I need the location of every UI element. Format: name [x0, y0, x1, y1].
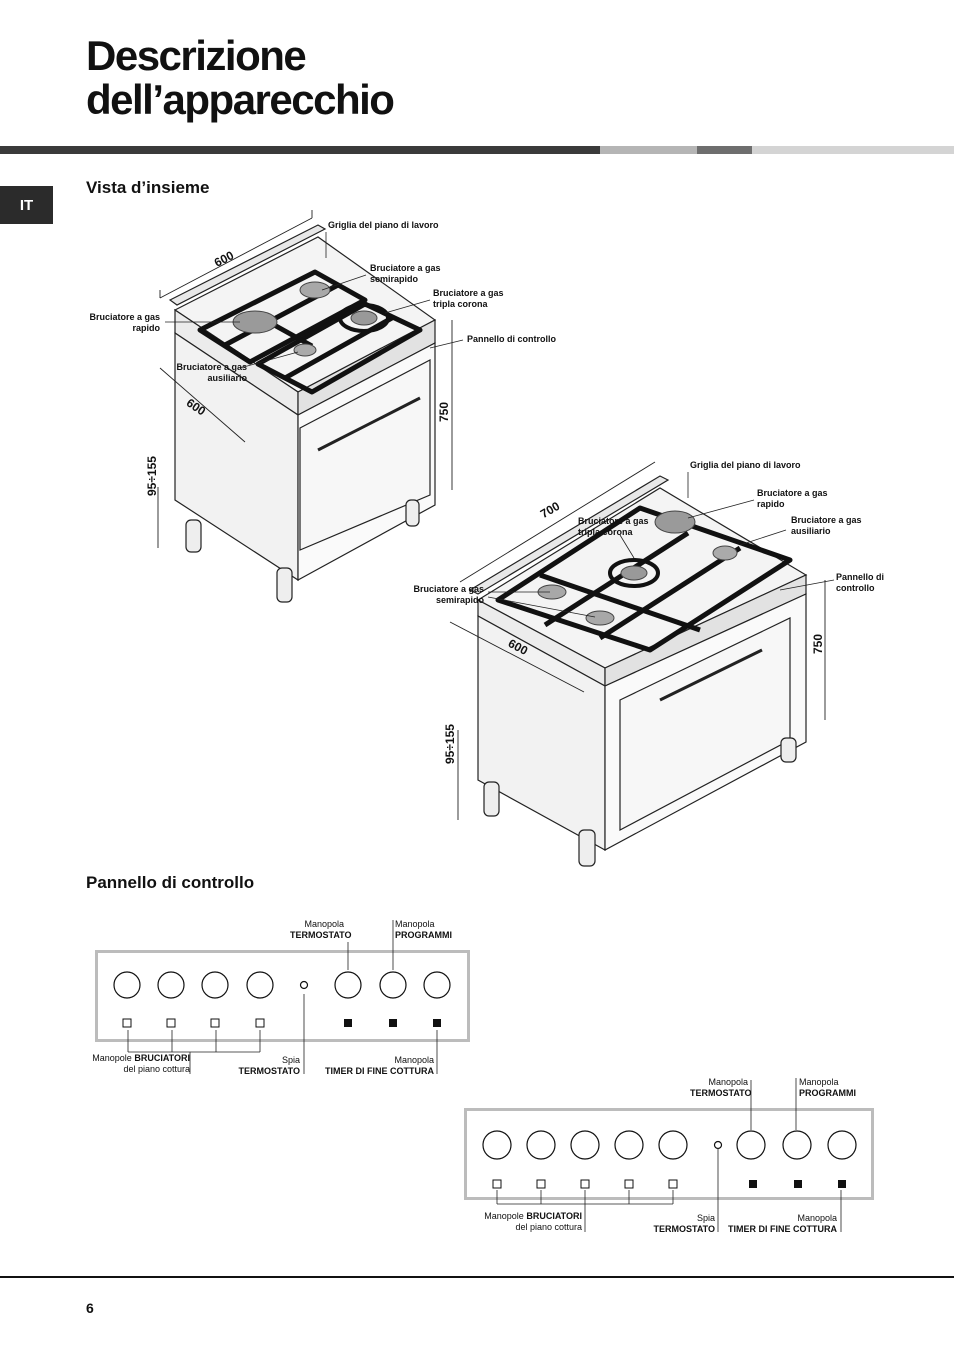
p1-label-spia-name: TERMOSTATO — [238, 1066, 301, 1076]
c2-label-pannello: Pannello di controllo — [836, 572, 884, 594]
p2-label-programmi: Manopola PROGRAMMI — [799, 1077, 856, 1099]
p1-label-spia-pre: Spia — [281, 1055, 300, 1065]
c2-label-ausiliario-line1: Bruciatore a gas — [791, 515, 862, 525]
c2-label-tripla: Bruciatore a gas tripla corona — [578, 516, 649, 538]
c1-label-semirapido: Bruciatore a gas semirapido — [370, 263, 441, 285]
c2-label-ausiliario: Bruciatore a gas ausiliario — [791, 515, 862, 537]
c1-label-griglia: Griglia del piano di lavoro — [328, 220, 439, 230]
p1-label-bruciatori-name: BRUCIATORI — [134, 1053, 190, 1063]
c2-label-semirapido-line1: Bruciatore a gas — [413, 584, 484, 594]
c1-label-ausiliario-line1: Bruciatore a gas — [176, 362, 247, 372]
c2-label-semirapido-line2: semirapido — [435, 595, 484, 605]
c1-label-rapido-line2: rapido — [132, 323, 160, 333]
control-panel-1 — [95, 950, 470, 1042]
c1-label-tripla: Bruciatore a gas tripla corona — [433, 288, 504, 310]
page-title-line2: dell’apparecchio — [86, 76, 395, 123]
header-bar-dark — [0, 146, 600, 154]
c2-label-rapido-line2: rapido — [757, 499, 785, 509]
c1-label-ausiliario: Bruciatore a gas ausiliario — [170, 362, 247, 384]
p2-label-timer-name: TIMER DI FINE COTTURA — [728, 1224, 837, 1234]
c1-label-semirapido-line2: semirapido — [370, 274, 419, 284]
p2-label-timer: Manopola TIMER DI FINE COTTURA — [724, 1213, 837, 1235]
p1-label-bruciatori-pre: Manopole — [92, 1053, 132, 1063]
c1-label-semirapido-line1: Bruciatore a gas — [370, 263, 441, 273]
p1-label-bruciatori-post: del piano cottura — [123, 1064, 190, 1074]
page-title-line1: Descrizione — [86, 32, 307, 79]
p2-label-spia: Spia TERMOSTATO — [640, 1213, 716, 1235]
c2-label-griglia: Griglia del piano di lavoro — [690, 460, 801, 470]
p2-label-programmi-pre: Manopola — [799, 1077, 839, 1087]
header-bar-lighter — [752, 146, 954, 154]
p2-label-spia-pre: Spia — [696, 1213, 715, 1223]
header-bar-mid — [697, 146, 752, 154]
p1-label-timer-pre: Manopola — [394, 1055, 434, 1065]
p1-label-termostato-name: TERMOSTATO — [290, 930, 352, 940]
c2-label-rapido: Bruciatore a gas rapido — [757, 488, 828, 510]
c2-label-tripla-line1: Bruciatore a gas — [578, 516, 649, 526]
c1-label-pannello: Pannello di controllo — [467, 334, 557, 344]
p2-label-bruciatori-name: BRUCIATORI — [526, 1211, 582, 1221]
p2-label-termostato-name: TERMOSTATO — [690, 1088, 752, 1098]
p2-label-termostato: Manopola TERMOSTATO — [690, 1077, 752, 1099]
c1-label-tripla-line1: Bruciatore a gas — [433, 288, 504, 298]
control-panel-heading: Pannello di controllo — [86, 873, 255, 892]
p1-label-termostato-pre: Manopola — [304, 919, 344, 929]
p1-label-bruciatori: Manopole BRUCIATORI del piano cottura — [86, 1053, 190, 1075]
control-panel-1-graphics — [113, 971, 451, 1028]
footer-divider — [0, 1276, 954, 1278]
p2-label-programmi-name: PROGRAMMI — [799, 1088, 856, 1098]
overview-heading: Vista d’insieme — [86, 178, 210, 197]
c2-label-semirapido: Bruciatore a gas semirapido — [400, 584, 484, 606]
c1-label-tripla-line2: tripla corona — [433, 299, 488, 309]
p1-label-spia: Spia TERMOSTATO — [230, 1055, 301, 1077]
c2-label-pannello-line2: controllo — [836, 583, 875, 593]
c2-label-ausiliario-line2: ausiliario — [791, 526, 831, 536]
c2-label-pannello-line1: Pannello di — [836, 572, 885, 582]
p2-label-spia-name: TERMOSTATO — [653, 1224, 716, 1234]
c1-label-rapido-line1: Bruciatore a gas — [89, 312, 160, 322]
p2-label-bruciatori-pre: Manopole — [484, 1211, 524, 1221]
page-title: Descrizione dell’apparecchio — [86, 32, 395, 123]
p2-label-timer-pre: Manopola — [797, 1213, 837, 1223]
c1-label-ausiliario-line2: ausiliario — [207, 373, 247, 383]
page-number: 6 — [86, 1300, 94, 1316]
p1-label-programmi-name: PROGRAMMI — [395, 930, 452, 940]
p2-label-bruciatori: Manopole BRUCIATORI del piano cottura — [478, 1211, 582, 1233]
p1-label-programmi-pre: Manopola — [395, 919, 435, 929]
header-bar-light — [600, 146, 697, 154]
p1-label-timer-name: TIMER DI FINE COTTURA — [325, 1066, 434, 1076]
c1-label-rapido: Bruciatore a gas rapido — [86, 312, 160, 334]
p2-label-bruciatori-post: del piano cottura — [515, 1222, 582, 1232]
p2-label-termostato-pre: Manopola — [708, 1077, 748, 1087]
c2-label-tripla-line2: tripla corona — [578, 527, 633, 537]
control-panel-2 — [464, 1108, 874, 1200]
p1-label-timer: Manopola TIMER DI FINE COTTURA — [320, 1055, 434, 1077]
p1-label-termostato: Manopola TERMOSTATO — [290, 919, 352, 941]
c2-label-rapido-line1: Bruciatore a gas — [757, 488, 828, 498]
language-tab: IT — [0, 186, 53, 224]
control-panel-2-graphics — [482, 1130, 857, 1189]
p1-label-programmi: Manopola PROGRAMMI — [395, 919, 452, 941]
